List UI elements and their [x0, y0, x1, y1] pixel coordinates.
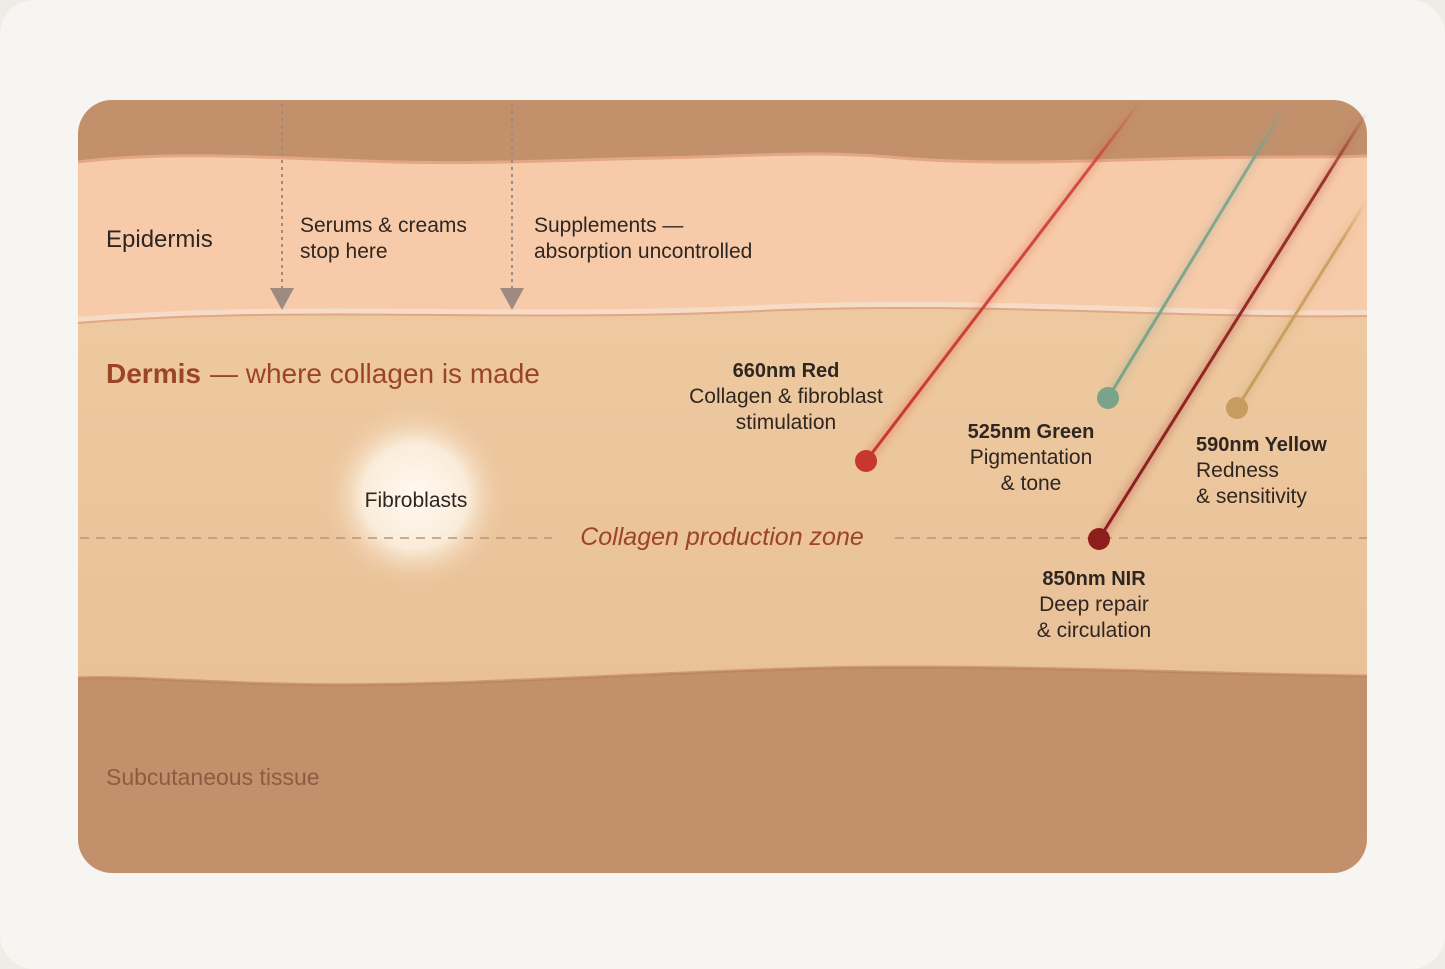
wavelength-label-yellow: 590nm Yellow Redness & sensitivity [1196, 434, 1327, 508]
epidermis-layer [78, 153, 1367, 322]
serums-line-2: stop here [300, 240, 388, 263]
arrow-down-icon [500, 288, 524, 310]
arrow-down-icon [270, 288, 294, 310]
skin-surface-line [78, 152, 1367, 165]
wavelength-label-green: 525nm Green Pigmentation & tone [968, 421, 1095, 495]
beam-yellow [1235, 199, 1369, 409]
epidermis-boundary-line [78, 301, 1367, 323]
serums-line-1: Serums & creams [300, 214, 467, 237]
light-beams [855, 99, 1371, 550]
red-line-2: stimulation [736, 411, 836, 434]
supplements-arrow [500, 104, 524, 310]
green-line-1: Pigmentation [970, 446, 1093, 469]
supplements-line-1: Supplements — [534, 214, 683, 237]
yellow-title: 590nm Yellow [1196, 434, 1327, 456]
fibroblast-cell [320, 401, 510, 591]
dot-red [855, 450, 877, 472]
dot-nir [1088, 528, 1110, 550]
subcutaneous-label: Subcutaneous tissue [106, 764, 320, 790]
dermis-boundary-line [78, 665, 1367, 687]
nir-title: 850nm NIR [1042, 568, 1146, 590]
beam-red [864, 101, 1142, 462]
epidermis-boundary-shadow [78, 306, 1367, 324]
nir-line-1: Deep repair [1039, 593, 1149, 616]
wavelength-label-red: 660nm Red Collagen & fibroblast stimulat… [689, 360, 883, 434]
dermis-label: Dermis [106, 358, 201, 389]
red-title: 660nm Red [733, 360, 840, 382]
supplements-line-2: absorption uncontrolled [534, 240, 752, 263]
red-line-1: Collagen & fibroblast [689, 385, 883, 408]
zone-label: Collagen production zone [580, 523, 864, 551]
yellow-line-1: Redness [1196, 459, 1279, 482]
wavelength-label-nir: 850nm NIR Deep repair & circulation [1037, 568, 1151, 642]
green-title: 525nm Green [968, 421, 1095, 443]
skin-cross-section [78, 100, 1367, 873]
beam-green [1106, 101, 1290, 399]
green-line-2: & tone [1001, 472, 1062, 495]
serums-arrow [270, 104, 294, 310]
dot-yellow [1226, 397, 1248, 419]
dermis-heading: Dermis — where collagen is made [106, 358, 540, 389]
beam-nir [1097, 111, 1369, 540]
dot-green [1097, 387, 1119, 409]
fibroblasts-label: Fibroblasts [365, 489, 468, 512]
yellow-line-2: & sensitivity [1196, 485, 1307, 508]
nir-line-2: & circulation [1037, 619, 1151, 642]
epidermis-label: Epidermis [106, 226, 213, 253]
dermis-subtitle: — where collagen is made [210, 358, 540, 389]
